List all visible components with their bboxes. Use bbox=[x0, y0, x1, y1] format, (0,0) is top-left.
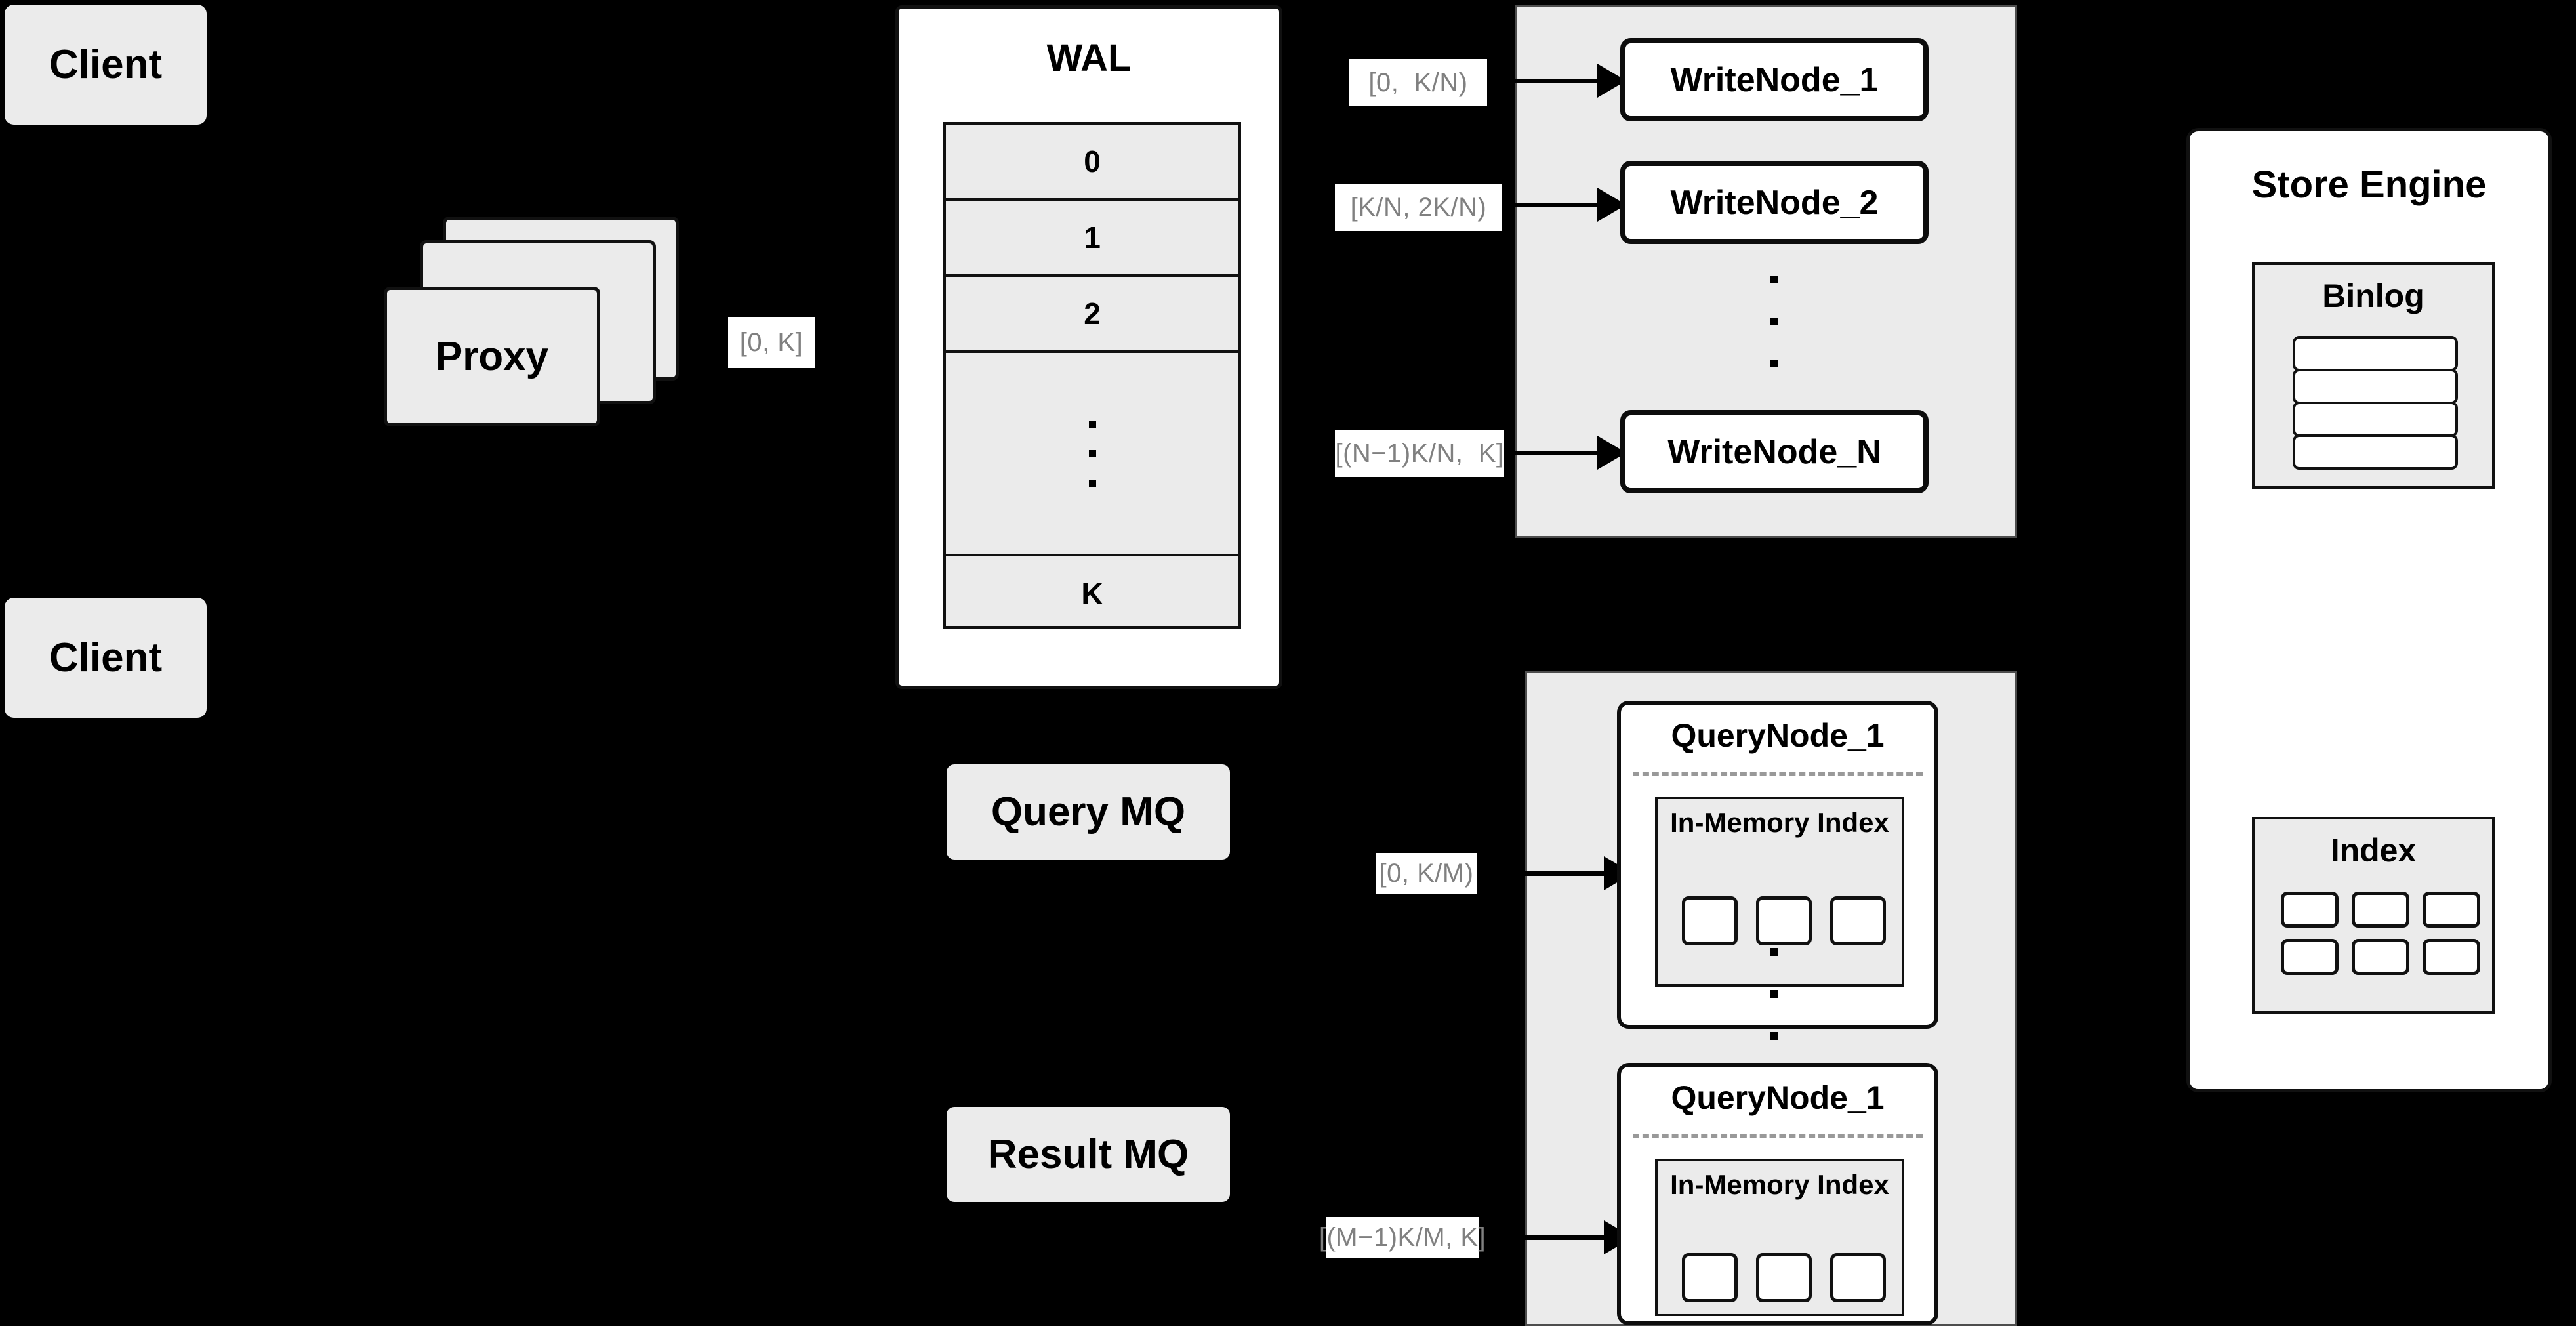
interval-tag-proxy-to-wal-text: [0, K] bbox=[739, 327, 804, 357]
wal-cell-k: K bbox=[1081, 577, 1103, 611]
query-node-1[interactable]: QueryNode_1 In-Memory Index bbox=[1617, 701, 1938, 1029]
interval-tag-write-2-text: [K/N, 2K/N) bbox=[1350, 192, 1487, 222]
arrow-line-store-index bbox=[2119, 943, 2191, 947]
vertical-ellipsis-icon bbox=[1770, 948, 1778, 956]
query-mq-label: Query MQ bbox=[991, 789, 1186, 835]
binlog-panel: Binlog bbox=[2252, 262, 2495, 489]
store-index-chip-4[interactable] bbox=[2281, 939, 2339, 975]
wal-cell-0: 0 bbox=[1084, 144, 1101, 178]
binlog-title: Binlog bbox=[2322, 278, 2424, 314]
query-node-m-index-chip-3[interactable] bbox=[1830, 1253, 1886, 1302]
store-index-chip-1[interactable] bbox=[2281, 892, 2339, 928]
store-index-chip-5[interactable] bbox=[2352, 939, 2409, 975]
arrow-line-query-1 bbox=[1525, 871, 1607, 876]
query-node-m[interactable]: QueryNode_1 In-Memory Index bbox=[1617, 1063, 1938, 1325]
query-mq-box[interactable]: Query MQ bbox=[947, 764, 1230, 860]
store-index-panel: Index bbox=[2252, 817, 2495, 1014]
wal-title: WAL bbox=[1046, 37, 1132, 79]
write-node-1[interactable]: WriteNode_1 bbox=[1620, 38, 1929, 121]
vertical-ellipsis-icon bbox=[1770, 1032, 1778, 1040]
client-label-1: Client bbox=[49, 42, 163, 87]
wal-row-k[interactable]: K bbox=[946, 556, 1238, 631]
query-node-m-index-chip-2[interactable] bbox=[1756, 1253, 1812, 1302]
query-node-1-in-memory-index: In-Memory Index bbox=[1655, 797, 1904, 987]
store-index-chip-6[interactable] bbox=[2423, 939, 2480, 975]
client-label-2: Client bbox=[49, 635, 163, 680]
query-node-m-index-title: In-Memory Index bbox=[1670, 1169, 1889, 1200]
write-node-2[interactable]: WriteNode_2 bbox=[1620, 161, 1929, 244]
wal-cell-2: 2 bbox=[1084, 297, 1101, 331]
arrow-line-write-1 bbox=[1515, 79, 1601, 83]
client-box-1[interactable]: Client bbox=[5, 5, 207, 125]
interval-tag-query-1-text: [0, K/M) bbox=[1379, 858, 1474, 888]
proxy-label: Proxy bbox=[435, 334, 549, 379]
write-node-n[interactable]: WriteNode_N bbox=[1620, 410, 1929, 493]
interval-tag-write-1: [0, K/N) bbox=[1349, 59, 1487, 106]
query-node-1-index-title: In-Memory Index bbox=[1670, 807, 1889, 838]
query-node-1-separator bbox=[1633, 772, 1923, 776]
store-index-chip-2[interactable] bbox=[2352, 892, 2409, 928]
interval-tag-write-n: [(N−1)K/N, K] bbox=[1335, 430, 1504, 477]
query-node-m-title: QueryNode_1 bbox=[1671, 1079, 1885, 1116]
query-node-1-index-chip-3[interactable] bbox=[1830, 896, 1886, 945]
arrow-line-store-binlog bbox=[2119, 385, 2191, 390]
query-node-m-index-chip-1[interactable] bbox=[1682, 1253, 1738, 1302]
client-box-2[interactable]: Client bbox=[5, 598, 207, 718]
query-node-1-title: QueryNode_1 bbox=[1671, 717, 1885, 754]
write-node-2-label: WriteNode_2 bbox=[1670, 183, 1879, 222]
store-engine-panel: Store Engine Binlog Index bbox=[2186, 128, 2552, 1092]
vertical-ellipsis-icon bbox=[1088, 449, 1096, 457]
write-cluster-ellipsis bbox=[1770, 276, 1779, 367]
interval-tag-query-m: [(M−1)K/M, K] bbox=[1319, 1217, 1486, 1258]
arrow-line-write-n bbox=[1504, 451, 1601, 455]
query-node-m-separator bbox=[1633, 1134, 1923, 1138]
binlog-bar-2[interactable] bbox=[2293, 369, 2458, 404]
binlog-bar-1[interactable] bbox=[2293, 336, 2458, 371]
result-mq-box[interactable]: Result MQ bbox=[947, 1107, 1230, 1202]
interval-tag-write-1-text: [0, K/N) bbox=[1368, 68, 1468, 97]
wal-row-0[interactable]: 0 bbox=[946, 125, 1238, 201]
store-index-chip-3[interactable] bbox=[2423, 892, 2480, 928]
store-index-title: Index bbox=[2330, 832, 2417, 869]
interval-tag-query-1: [0, K/M) bbox=[1376, 853, 1477, 894]
wal-row-2[interactable]: 2 bbox=[946, 277, 1238, 353]
vertical-ellipsis-icon bbox=[1770, 360, 1778, 367]
interval-tag-write-2: [K/N, 2K/N) bbox=[1335, 184, 1502, 231]
interval-tag-write-n-text: [(N−1)K/N, K] bbox=[1335, 438, 1504, 468]
query-node-1-index-chip-2[interactable] bbox=[1756, 896, 1812, 945]
query-node-1-index-chip-1[interactable] bbox=[1682, 896, 1738, 945]
binlog-bar-3[interactable] bbox=[2293, 402, 2458, 437]
interval-tag-query-m-text: [(M−1)K/M, K] bbox=[1319, 1222, 1486, 1252]
arrow-line-query-m bbox=[1525, 1235, 1607, 1240]
wal-row-ellipsis bbox=[946, 353, 1238, 556]
query-cluster-ellipsis bbox=[1770, 948, 1779, 1040]
vertical-ellipsis-icon bbox=[1770, 318, 1778, 325]
vertical-ellipsis-icon bbox=[1088, 420, 1096, 428]
result-mq-label: Result MQ bbox=[987, 1132, 1189, 1177]
write-node-n-label: WriteNode_N bbox=[1667, 432, 1881, 471]
interval-tag-proxy-to-wal: [0, K] bbox=[728, 317, 815, 368]
wal-table: 0 1 2 K bbox=[943, 122, 1241, 629]
vertical-ellipsis-icon bbox=[1088, 479, 1096, 487]
arrow-line-write-2 bbox=[1515, 203, 1601, 207]
write-node-1-label: WriteNode_1 bbox=[1670, 60, 1879, 99]
vertical-ellipsis-icon bbox=[1770, 990, 1778, 998]
store-engine-title: Store Engine bbox=[2251, 163, 2487, 206]
wal-panel: WAL 0 1 2 K bbox=[895, 5, 1282, 689]
wal-cell-1: 1 bbox=[1084, 220, 1101, 255]
binlog-bar-4[interactable] bbox=[2293, 434, 2458, 470]
wal-row-1[interactable]: 1 bbox=[946, 201, 1238, 277]
proxy-box[interactable]: Proxy bbox=[384, 287, 600, 426]
query-node-m-in-memory-index: In-Memory Index bbox=[1655, 1159, 1904, 1316]
vertical-ellipsis-icon bbox=[1770, 276, 1778, 283]
